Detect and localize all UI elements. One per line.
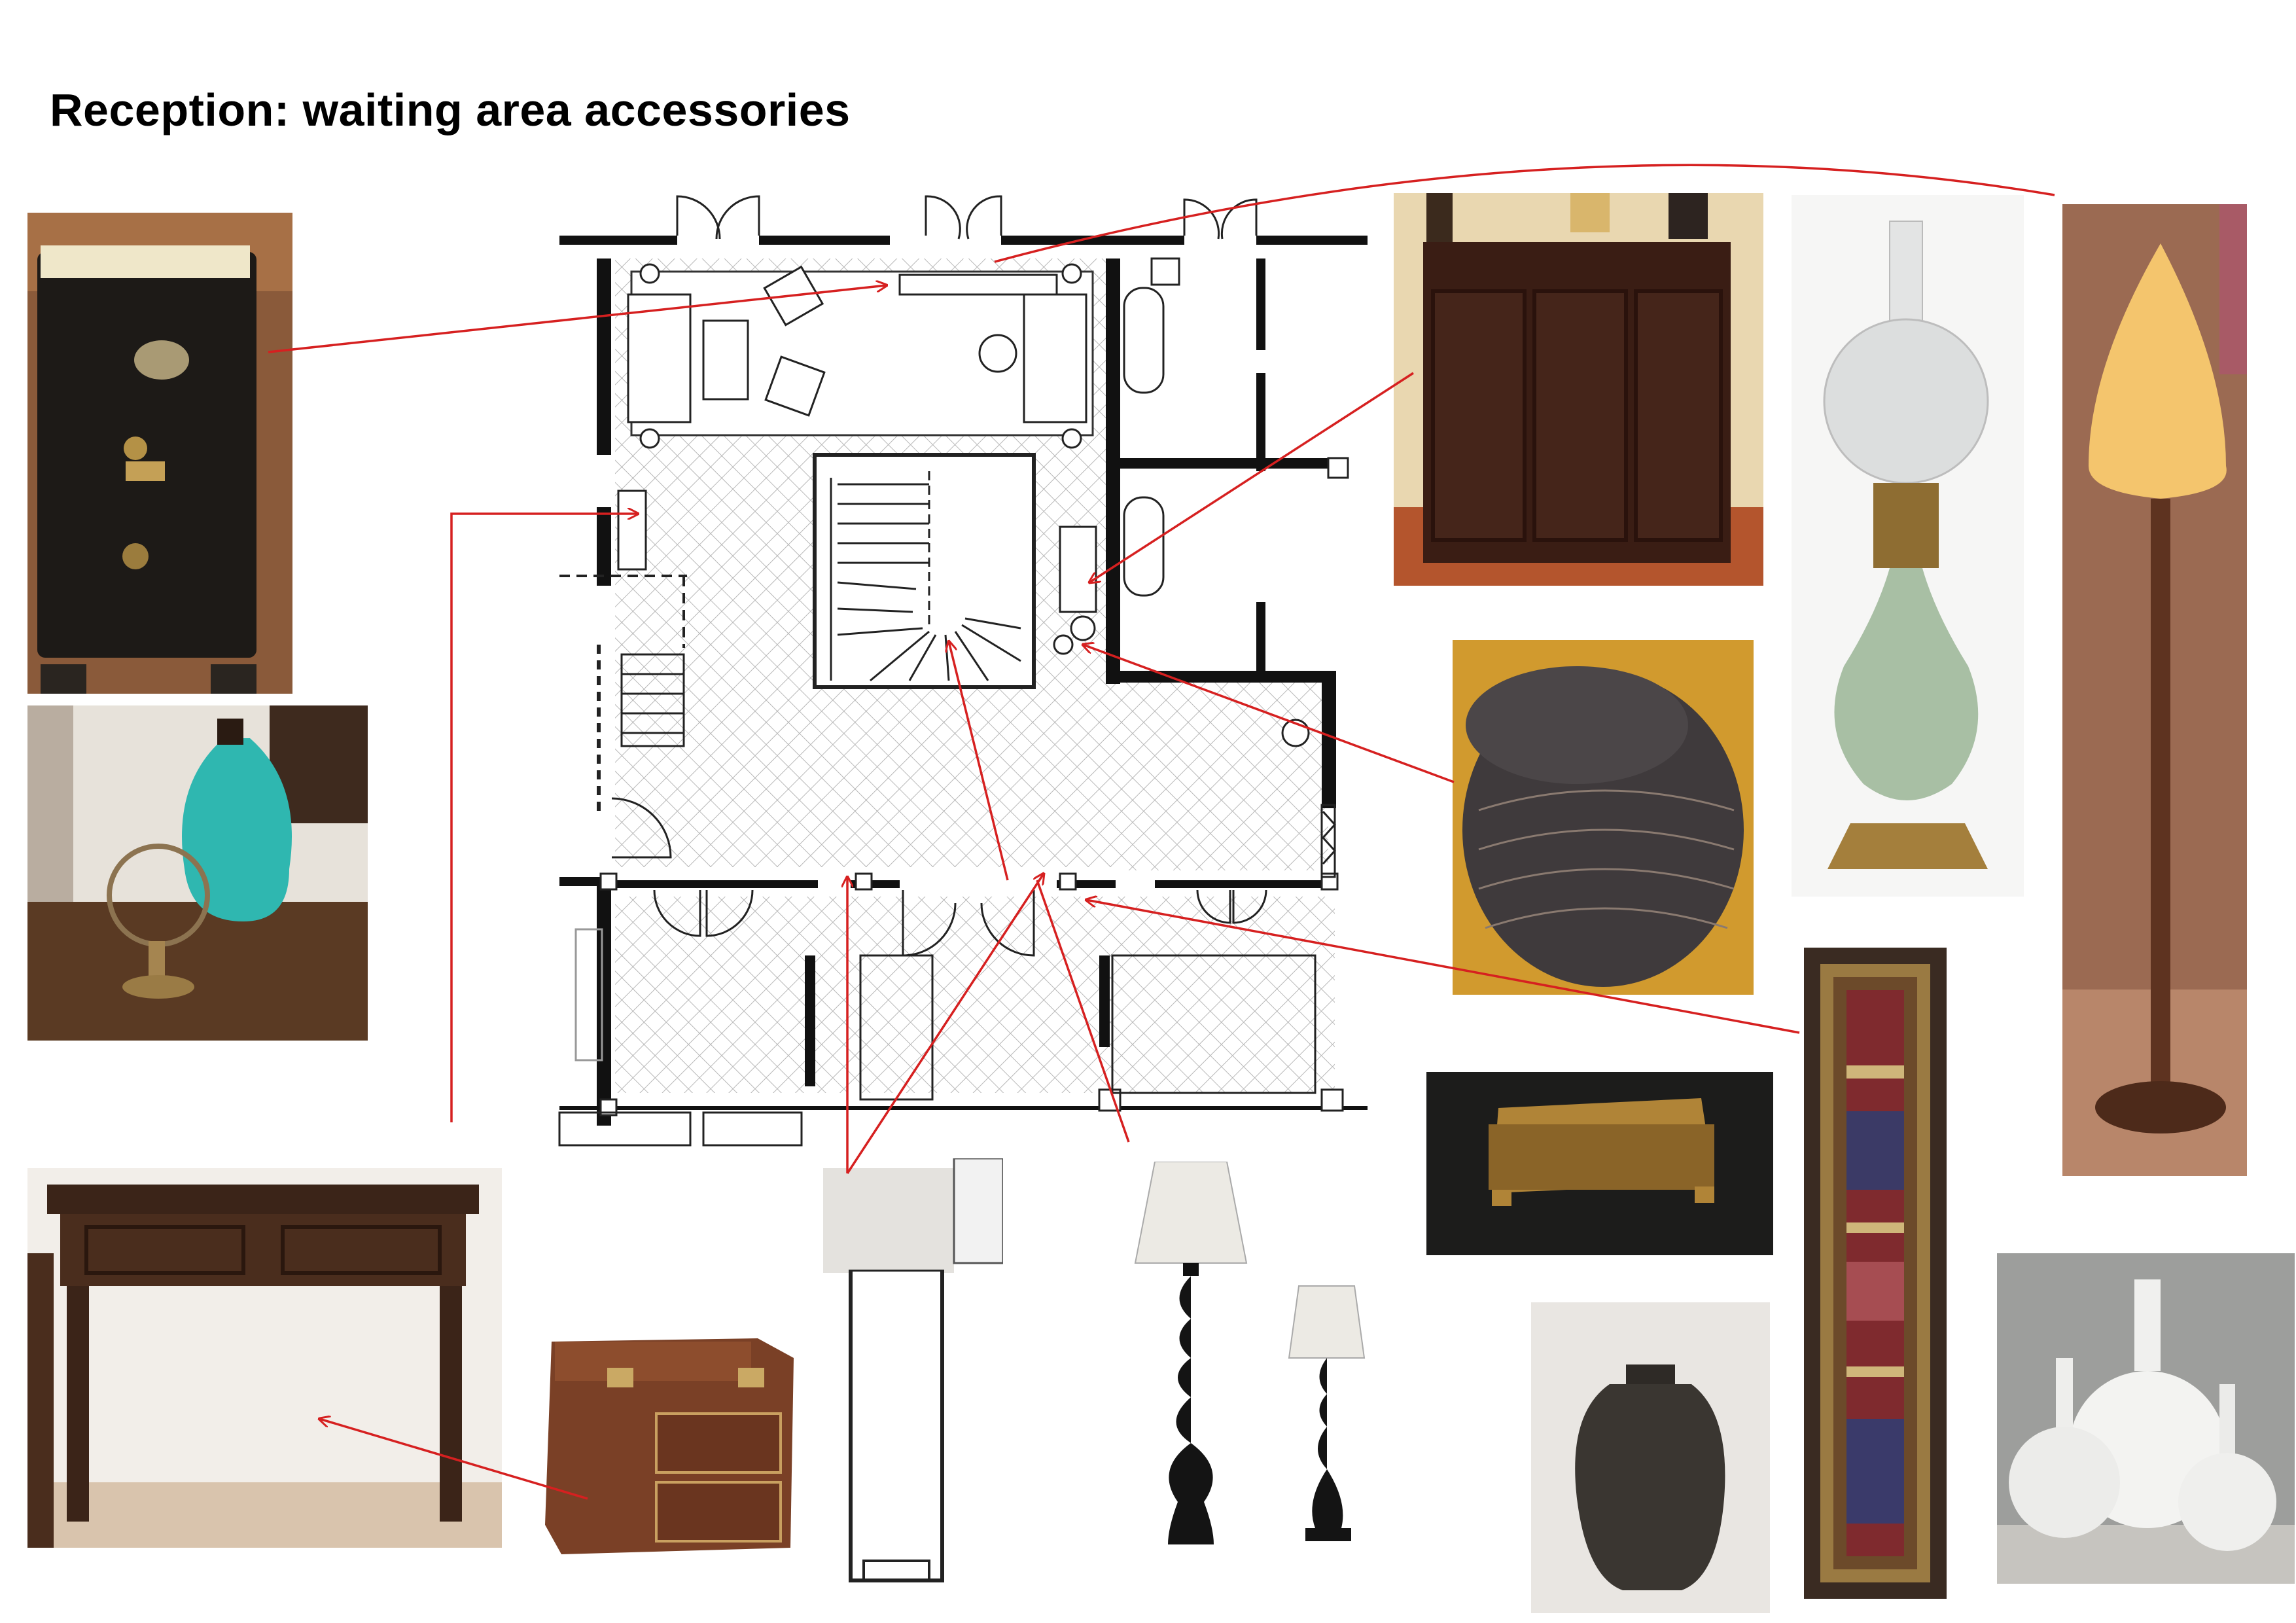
turned-wood-lamps-photo (1129, 1162, 1384, 1561)
floor-lamp-photo (2062, 204, 2247, 1176)
stairwell (813, 453, 1036, 689)
lower-floor-hatch (615, 897, 1335, 1093)
celadon-oil-lamp-photo (1792, 195, 2024, 897)
console-table-photo (27, 1168, 502, 1548)
antique-safe-photo (27, 213, 292, 694)
framed-textile-photo (1804, 948, 1947, 1599)
console-elevation-drawing (849, 1270, 944, 1582)
wood-cabinet-photo (1394, 193, 1763, 586)
dark-ceramic-jar-photo (1531, 1302, 1770, 1613)
woven-basket-photo (1453, 640, 1754, 995)
white-console-elevation (823, 1158, 1003, 1273)
floor-plan (558, 195, 1368, 1147)
vase-and-fan-vignette-photo (27, 705, 368, 1041)
lacquer-box-photo (1426, 1072, 1773, 1255)
paper-stack-icon (41, 245, 250, 278)
leather-trunk-chest-photo (542, 1329, 797, 1564)
white-vases-photo (1997, 1253, 2295, 1584)
page-title: Reception: waiting area accessories (50, 84, 851, 135)
